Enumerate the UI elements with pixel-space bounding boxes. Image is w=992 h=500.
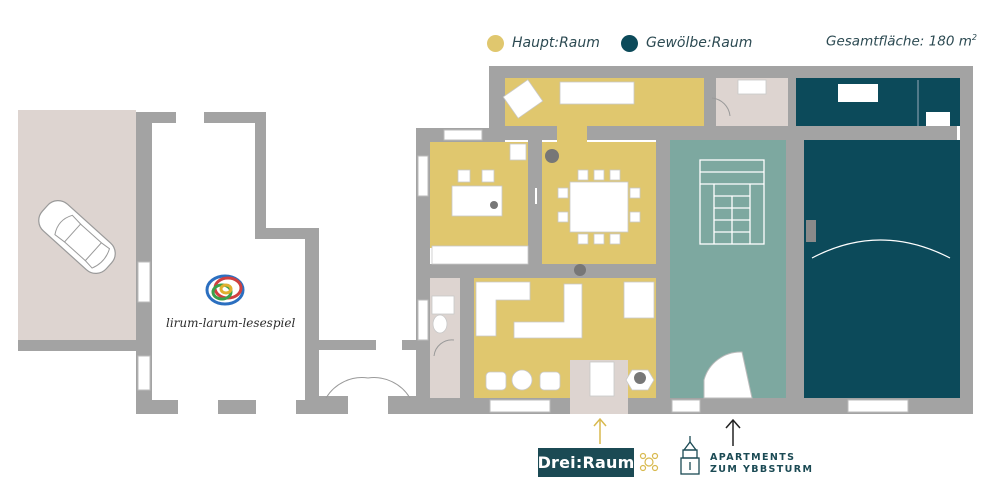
main-room-label: Haupt:Raum [512, 35, 600, 51]
arched-door [703, 351, 753, 399]
plant-icon [634, 372, 646, 384]
legend-vault-room: Gewölbe:Raum [621, 32, 752, 54]
drei-raum-entrance-arrow [593, 417, 607, 444]
vault-fixture [926, 112, 950, 126]
tenant-logo-icon [205, 274, 245, 306]
vault-arc [811, 239, 951, 259]
plant-icon [574, 264, 586, 276]
double-door [325, 377, 411, 399]
total-area: Gesamtfläche: 180 m2 [826, 33, 977, 50]
car-icon [38, 200, 116, 274]
wall [18, 340, 138, 351]
drei-raum-mark [636, 448, 663, 477]
vault-fixture [838, 84, 878, 102]
apartments-line2: ZUM YBBSTURM [710, 464, 814, 475]
door-arc [711, 97, 731, 117]
vault-room-label: Gewölbe:Raum [646, 35, 753, 51]
main-room-swatch [487, 34, 504, 52]
plant-icon [490, 201, 498, 209]
plant-icon [545, 149, 559, 163]
apartments-line1: APARTMENTS [710, 452, 796, 463]
vault-room-swatch [621, 34, 638, 52]
drei-raum-brand: Drei:Raum [538, 448, 634, 477]
door-arc [433, 339, 455, 357]
tenant-logo-caption: lirum-larum-lesespiel [166, 316, 296, 330]
main-building-walls [416, 66, 973, 414]
hall-areas [430, 78, 788, 414]
legend-main-room: Haupt:Raum [487, 32, 600, 54]
total-area-label: Gesamtfläche: 180 m [826, 33, 972, 50]
apartments-entrance-arrow [725, 418, 741, 446]
left-building-walls [136, 112, 432, 414]
furniture [431, 79, 767, 397]
tower-icon [680, 436, 700, 475]
apartments-brand: APARTMENTS ZUM YBBSTURM [710, 452, 813, 476]
pillar [806, 220, 816, 242]
staircase [699, 159, 765, 245]
total-area-exponent: 2 [971, 33, 977, 42]
lattice-icon [639, 452, 659, 472]
window [137, 261, 151, 303]
windows [417, 129, 909, 413]
window [137, 355, 151, 391]
